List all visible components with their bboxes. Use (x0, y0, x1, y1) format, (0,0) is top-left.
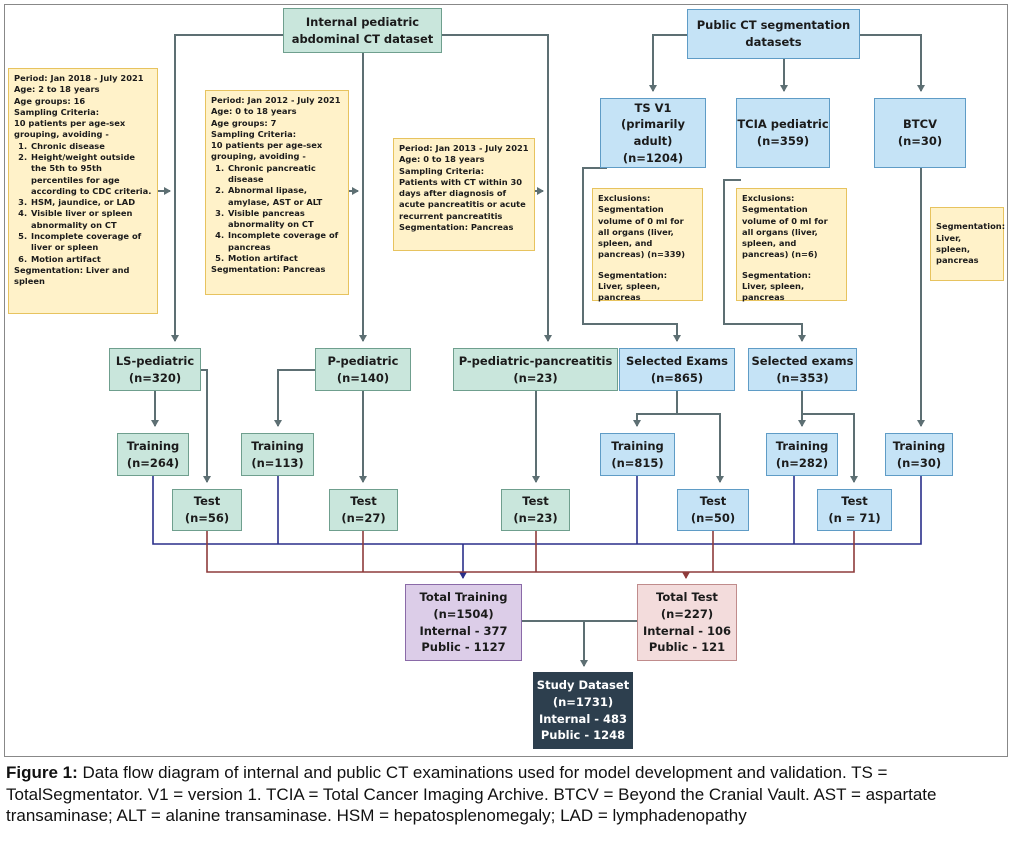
node-tsv1-line3: (n=1204) (622, 150, 684, 165)
diagram-frame (4, 4, 1008, 757)
node-tcia-line1: TCIA pediatric (737, 117, 829, 132)
note-ls-tail: Segmentation: Liver and spleen (14, 264, 130, 287)
node-test-ls: Test (n=56) (172, 489, 242, 531)
node-btcv: BTCV (n=30) (874, 98, 966, 168)
node-p-pediatric: P-pediatric (n=140) (315, 348, 411, 391)
node-public-datasets: Public CT segmentation datasets (687, 9, 860, 59)
node-test-p: Test (n=27) (329, 489, 398, 531)
node-public-line2: datasets (745, 35, 802, 49)
note-pp-criteria: Period: Jan 2013 - July 2021 Age: 0 to 1… (393, 138, 535, 251)
node-tsv1: TS V1 (primarily adult) (n=1204) (600, 98, 706, 168)
caption-text: Data flow diagram of internal and public… (6, 763, 937, 825)
edge-public-btcv (860, 34, 925, 92)
note-p-tail: Segmentation: Pancreas (211, 264, 326, 275)
edge-selts-training (633, 391, 678, 427)
edge-ts-selected (582, 167, 681, 342)
edge-tcia-selected (723, 179, 806, 342)
node-internal-line1: Internal pediatric (305, 14, 420, 29)
node-total-test: Total Test (n=227) Internal - 106 Public… (637, 584, 737, 661)
edge-selts-test (677, 413, 724, 483)
node-tsv1-line1: TS V1 (634, 100, 672, 115)
node-public-line1: Public CT segmentation (696, 18, 851, 33)
edge-p-training (274, 369, 315, 427)
note-ls-head: Period: Jan 2018 - July 2021 Age: 2 to 1… (14, 73, 144, 140)
note-tcia-exclusions: Exclusions: Segmentation volume of 0 ml … (736, 188, 847, 302)
test-bus (206, 531, 855, 579)
training-bus (152, 476, 922, 579)
node-tcia-line2: (n=359) (756, 134, 810, 148)
node-training-ts: Training (n=815) (600, 433, 675, 476)
node-internal-line2: abdominal CT dataset (291, 31, 434, 46)
edge-public-ts (649, 34, 687, 92)
node-test-tcia: Test (n = 71) (817, 489, 892, 531)
node-training-ls: Training (n=264) (117, 433, 189, 476)
note-ls-criteria: Period: Jan 2018 - July 2021 Age: 2 to 1… (8, 68, 158, 314)
node-ls-pediatric: LS-pediatric (n=320) (109, 348, 201, 391)
note-ls-items: Chronic disease Height/weight outside th… (14, 141, 152, 265)
note-p-items: Chronic pancreatic disease Abnormal lipa… (211, 163, 343, 265)
note-p-criteria: Period: Jan 2012 - July 2021 Age: 0 to 1… (205, 90, 349, 295)
note-ts-exclusions: Exclusions: Segmentation volume of 0 ml … (592, 188, 703, 302)
figure-caption: Figure 1: Data flow diagram of internal … (6, 762, 1006, 827)
node-total-training: Total Training (n=1504) Internal - 377 P… (405, 584, 522, 661)
node-test-pp: Test (n=23) (501, 489, 570, 531)
note-btcv-segmentation: Segmentation: Liver, spleen, pancreas (930, 207, 1005, 281)
edge-ls-test (201, 369, 211, 483)
node-p-pediatric-pancreatitis: P-pediatric-pancreatitis (n=23) (453, 348, 618, 391)
note-p-head: Period: Jan 2012 - July 2021 Age: 0 to 1… (211, 95, 341, 162)
node-internal-dataset: Internal pediatric abdominal CT dataset (283, 8, 442, 53)
node-btcv-line2: (n=30) (897, 134, 943, 148)
node-training-tcia: Training (n=282) (766, 433, 838, 476)
caption-label: Figure 1: (6, 763, 78, 782)
edge-seltcia-test (802, 413, 858, 483)
node-study-dataset: Study Dataset (n=1731) Internal - 483 Pu… (533, 672, 633, 749)
edge-internal-ls (171, 34, 283, 342)
node-selected-exams-ts: Selected Exams (n=865) (619, 348, 735, 391)
edge-totals-study (522, 620, 637, 666)
node-test-ts: Test (n=50) (677, 489, 749, 531)
node-training-p: Training (n=113) (241, 433, 314, 476)
edge-internal-pp (442, 34, 552, 342)
node-tsv1-line2: (primarily adult) (621, 117, 685, 148)
node-btcv-line1: BTCV (903, 117, 937, 132)
node-tcia: TCIA pediatric (n=359) (736, 98, 830, 168)
node-selected-exams-tcia: Selected exams (n=353) (748, 348, 857, 391)
node-training-btcv: Training (n=30) (885, 433, 953, 476)
